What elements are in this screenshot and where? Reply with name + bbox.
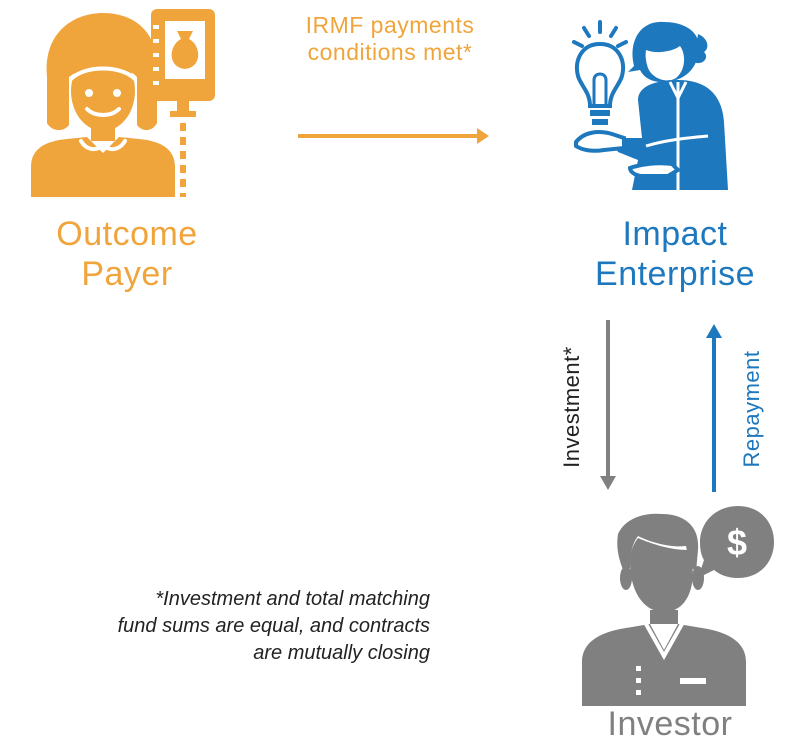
impact-enterprise-label-line2: Enterprise [595, 255, 755, 293]
investor-label: Investor [607, 705, 733, 743]
dollar-sign-icon: $ [727, 522, 747, 563]
outcome-payer-label-line1: Outcome [56, 215, 198, 253]
person-presenting-lightbulb-icon [572, 20, 728, 190]
payment-conditions-label: IRMF payments conditions met* [265, 12, 515, 66]
footnote-line2: fund sums are equal, and contracts [117, 615, 430, 637]
investment-label: Investment* [559, 346, 584, 468]
man-with-dollar-speech-bubble-icon: $ [582, 506, 774, 706]
footnote-line3: are mutually closing [253, 642, 430, 664]
woman-with-money-sign-icon [31, 9, 215, 197]
impact-enterprise-label-line1: Impact [622, 215, 728, 253]
footnote: *Investment and total matching fund sums… [20, 586, 430, 667]
impact-enterprise-label: Impact Enterprise [565, 214, 785, 294]
footnote-line1: *Investment and total matching [155, 588, 430, 610]
outcome-payer-label-line2: Payer [81, 255, 173, 293]
payment-conditions-line1: IRMF payments [305, 12, 475, 38]
outcome-payer-label: Outcome Payer [22, 214, 232, 294]
repayment-label: Repayment [739, 350, 764, 468]
investment-arrow [600, 320, 616, 490]
payment-conditions-line2: conditions met* [307, 39, 473, 65]
payment-arrow [298, 128, 489, 144]
repayment-arrow [706, 324, 722, 492]
